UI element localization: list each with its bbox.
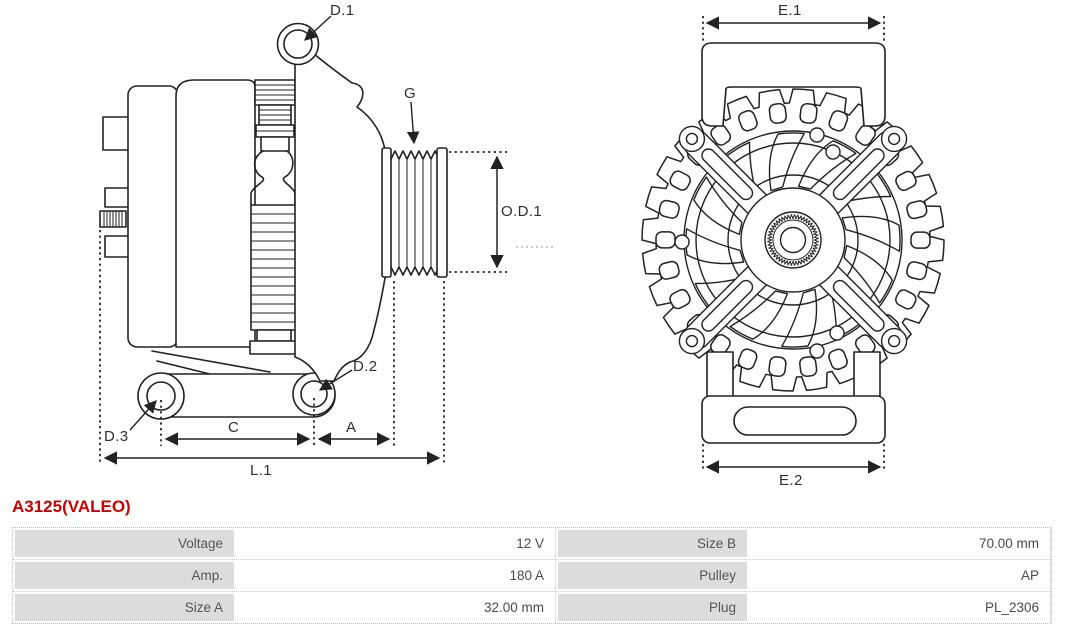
dim-label-od1: O.D.1 (501, 203, 543, 220)
dim-label-e2: E.2 (779, 472, 803, 489)
spec-value-cell: 12 V (236, 528, 556, 559)
front-housing (294, 52, 386, 382)
dim-label-a: A (346, 419, 357, 436)
front-view-brackets (701, 42, 886, 444)
dim-label-c: C (228, 419, 240, 436)
spec-value-cell: 32.00 mm (236, 592, 556, 623)
part-number: A3125(VALEO) (12, 497, 131, 516)
spec-label-cell: Plug (556, 592, 749, 623)
spec-value-cell: 180 A (236, 560, 556, 591)
top-bracket (701, 42, 886, 127)
mount-hole-d2 (300, 380, 328, 408)
table-row: Voltage 12 V Size B 70.00 mm (13, 528, 1051, 559)
mount-hole-d1 (283, 29, 313, 59)
stator-fins (249, 79, 298, 355)
dim-label-g: G (404, 85, 417, 102)
spec-value-cell: PL_2306 (749, 592, 1051, 623)
spec-table: Voltage 12 V Size B 70.00 mm Amp. 180 A … (12, 527, 1052, 624)
spec-label-cell: Amp. (13, 560, 236, 591)
spec-value-cell: 70.00 mm (749, 528, 1051, 559)
threaded-terminal (99, 210, 127, 228)
side-view-drawing (99, 15, 556, 465)
front-view-dimensions (702, 16, 885, 474)
front-view-mechanism (674, 125, 908, 359)
spec-label-cell: Size B (556, 528, 749, 559)
spec-label-cell: Voltage (13, 528, 236, 559)
table-row: Amp. 180 A Pulley AP (13, 559, 1051, 591)
pulley (381, 147, 448, 278)
bottom-bracket (701, 351, 886, 444)
dim-label-l1: L.1 (250, 462, 273, 479)
table-row: Size A 32.00 mm Plug PL_2306 (13, 591, 1051, 623)
spec-label-cell: Size A (13, 592, 236, 623)
dim-label-e1: E.1 (778, 2, 802, 19)
dim-label-d3: D.3 (104, 428, 129, 445)
dim-label-d1: D.1 (330, 2, 355, 19)
spec-label-cell: Pulley (556, 560, 749, 591)
dim-label-d2: D.2 (353, 358, 378, 375)
spec-value-cell: AP (749, 560, 1051, 591)
technical-drawing (99, 15, 945, 474)
